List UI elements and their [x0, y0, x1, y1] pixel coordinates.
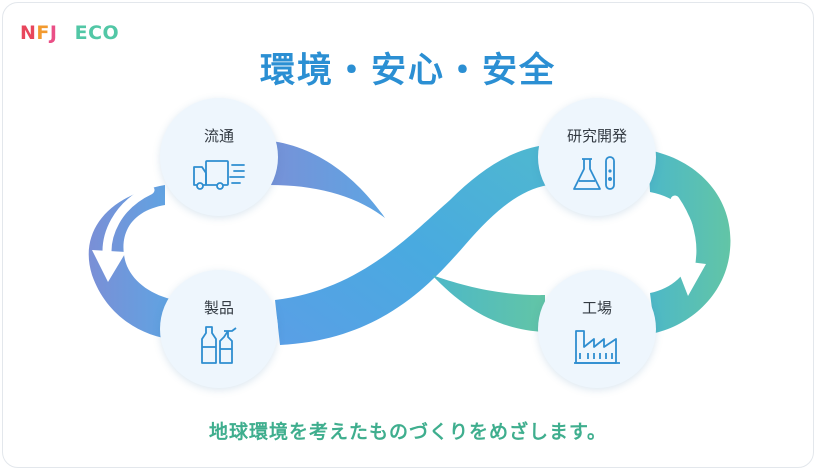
loop-center-band [275, 145, 548, 345]
node-rnd-label: 研究開発 [566, 127, 627, 145]
bottles-icon [201, 326, 237, 364]
node-distribution-label: 流通 [203, 127, 234, 145]
delivery-truck-icon [193, 160, 245, 190]
node-rnd: 研究開発 [538, 98, 656, 216]
right-arrowhead-icon [674, 260, 706, 296]
loop-top-left-band [255, 140, 385, 218]
lab-flask-icon [573, 156, 615, 190]
node-product-label: 製品 [203, 299, 234, 317]
logo-nfj: NFJ [20, 22, 65, 44]
node-factory-label: 工場 [581, 299, 612, 317]
node-distribution: 流通 [160, 98, 278, 216]
page-title: 環境・安心・安全 [259, 51, 556, 91]
left-arrowhead-icon [92, 250, 126, 282]
logo-letter-j: J [49, 22, 58, 44]
logo-eco: ECO [74, 22, 120, 44]
right-down-arrow-icon [670, 195, 697, 273]
node-factory: 工場 [538, 270, 656, 388]
logo-letter-n: N [20, 22, 37, 44]
factory-icon [574, 330, 620, 364]
loop-right-band [648, 150, 731, 333]
node-product: 製品 [160, 270, 278, 388]
logo-letter-f: F [36, 22, 50, 44]
logo: NFJ ECO [20, 22, 119, 44]
loop-bottom-right-band [432, 275, 545, 332]
tagline: 地球環境を考えたものづくりをめざします。 [208, 421, 608, 443]
